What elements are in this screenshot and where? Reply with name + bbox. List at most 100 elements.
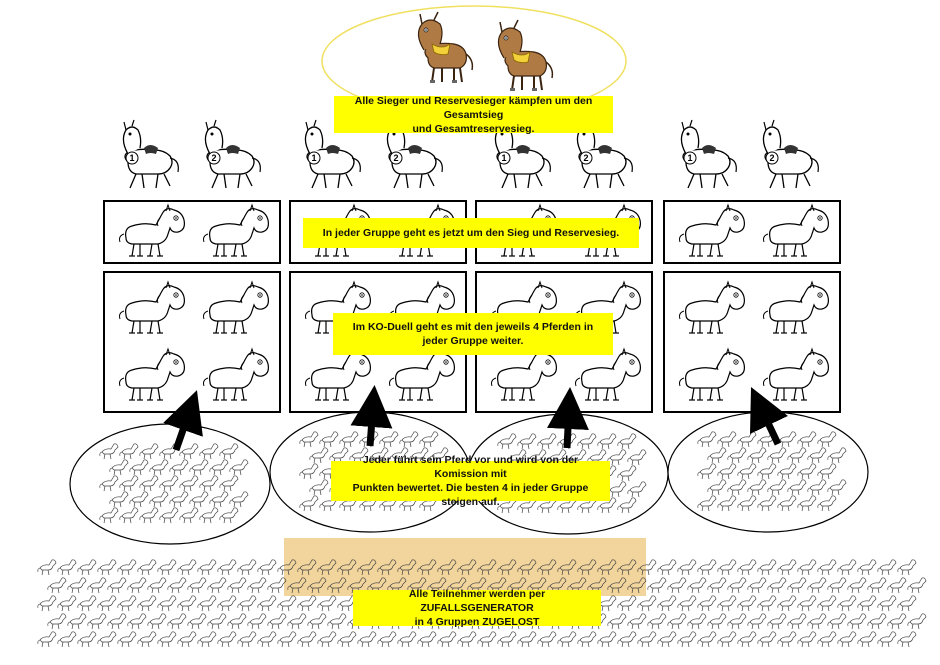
cartoon-horse-icon: [490, 348, 558, 401]
up-arrow-icon: [163, 390, 203, 452]
sketch-horse-icon: [877, 595, 897, 612]
sketch-horse-icon: [557, 631, 577, 648]
sketch-horse-icon: [117, 559, 137, 576]
group-final-box: [663, 200, 841, 264]
sketch-horse-icon: [757, 631, 777, 648]
sketch-horse-icon: [307, 613, 327, 630]
sketch-horse-icon: [417, 631, 437, 648]
sketch-horse-icon: [217, 631, 237, 648]
sketch-horse-icon: [57, 559, 77, 576]
sketch-horse-icon: [177, 595, 197, 612]
rank-badge: 2: [393, 153, 398, 163]
sketch-horse-icon: [757, 595, 777, 612]
sketch-horse-icon: [107, 613, 127, 630]
sketch-horse-icon: [577, 631, 597, 648]
sketch-horse-icon: [847, 577, 867, 594]
sketch-horse-icon: [877, 631, 897, 648]
sketch-horse-icon: [787, 577, 807, 594]
sketch-horse-icon: [767, 613, 787, 630]
sketch-horse-icon: [397, 631, 417, 648]
sketch-horse-icon: [877, 559, 897, 576]
sketch-horse-icon: [897, 559, 917, 576]
sketch-horse-icon: [317, 631, 337, 648]
sketch-horse-icon: [677, 595, 697, 612]
sketch-horse-icon: [137, 559, 157, 576]
sketch-horse-icon: [77, 595, 97, 612]
sketch-horse-icon: [807, 577, 827, 594]
rank-badge: 2: [211, 153, 216, 163]
cartoon-horse-icon: [678, 204, 746, 257]
sketch-horse-icon: [887, 577, 907, 594]
sketch-horse-icon: [837, 631, 857, 648]
sketch-horse-icon: [337, 631, 357, 648]
sketch-horse-icon: [197, 559, 217, 576]
sketch-horse-icon: [687, 613, 707, 630]
sketch-horse-icon: [97, 631, 117, 648]
cartoon-horse-icon: [762, 348, 830, 401]
sketch-horse-icon: [897, 631, 917, 648]
sketch-horse-icon: [907, 613, 927, 630]
sketch-horse-icon: [227, 613, 247, 630]
sketch-horse-icon: [777, 559, 797, 576]
sketch-horse-icon: [827, 577, 847, 594]
sketch-horse-icon: [267, 613, 287, 630]
sketch-horse-icon: [177, 631, 197, 648]
sketch-horse-icon: [227, 577, 247, 594]
sketch-horse-icon: [207, 613, 227, 630]
sketch-horse-icon: [297, 631, 317, 648]
sketch-horse-icon: [137, 595, 157, 612]
sketch-horse-icon: [357, 631, 377, 648]
sketch-horse-icon: [57, 595, 77, 612]
sketch-horse-icon: [237, 559, 257, 576]
sketch-horse-icon: [117, 631, 137, 648]
rank-badge: 1: [311, 153, 316, 163]
ko-duel-note: Im KO-Duell geht es mit den jeweils 4 Pf…: [333, 313, 613, 355]
sketch-horse-icon: [327, 613, 347, 630]
sketch-horse-icon: [857, 631, 877, 648]
sketch-horse-icon: [197, 595, 217, 612]
sketch-horse-icon: [117, 595, 137, 612]
sketch-horse-icon: [857, 559, 877, 576]
sketch-horse-icon: [727, 577, 747, 594]
sketch-horse-icon: [257, 631, 277, 648]
sketch-horse-icon: [707, 613, 727, 630]
sketch-horse-icon: [247, 577, 267, 594]
group-final-note: In jeder Gruppe geht es jetzt um den Sie…: [303, 218, 639, 248]
cartoon-horse-icon: [762, 281, 830, 334]
sketch-horse-icon: [187, 613, 207, 630]
sketch-horse-icon: [677, 631, 697, 648]
cartoon-horse-icon: [388, 348, 455, 401]
sketch-horse-icon: [767, 577, 787, 594]
sketch-horse-icon: [37, 595, 57, 612]
sketch-horse-icon: [687, 577, 707, 594]
sketch-horse-icon: [187, 577, 207, 594]
sketch-horse-icon: [777, 595, 797, 612]
sketch-horse-icon: [437, 631, 457, 648]
sketch-horse-icon: [637, 595, 657, 612]
sketch-horse-icon: [707, 577, 727, 594]
sketch-horse-icon: [237, 595, 257, 612]
random-draw-note: Alle Teilnehmer werden per ZUFALLSGENERA…: [353, 588, 601, 628]
cartoon-horse-icon: [118, 204, 185, 257]
sketch-horse-icon: [637, 631, 657, 648]
sketch-horse-icon: [887, 613, 907, 630]
cartoon-horse-icon: [678, 281, 746, 334]
sketch-horse-icon: [797, 631, 817, 648]
sketch-horse-icon: [67, 613, 87, 630]
rank-badge: 2: [583, 153, 588, 163]
sketch-horse-icon: [607, 613, 627, 630]
sketch-horse-icon: [107, 577, 127, 594]
sketch-horse-icon: [667, 577, 687, 594]
sketch-horse-icon: [737, 559, 757, 576]
sketch-horse-icon: [597, 631, 617, 648]
sketch-horse-icon: [497, 631, 517, 648]
sketch-horse-icon: [257, 595, 277, 612]
rank-badge: 2: [769, 153, 774, 163]
sketch-horse-icon: [737, 595, 757, 612]
sketch-horse-icon: [797, 595, 817, 612]
sketch-horse-icon: [217, 595, 237, 612]
sketch-horse-icon: [657, 595, 677, 612]
sketch-horse-icon: [297, 595, 317, 612]
sketch-horse-icon: [97, 595, 117, 612]
sketch-horse-icon: [87, 577, 107, 594]
